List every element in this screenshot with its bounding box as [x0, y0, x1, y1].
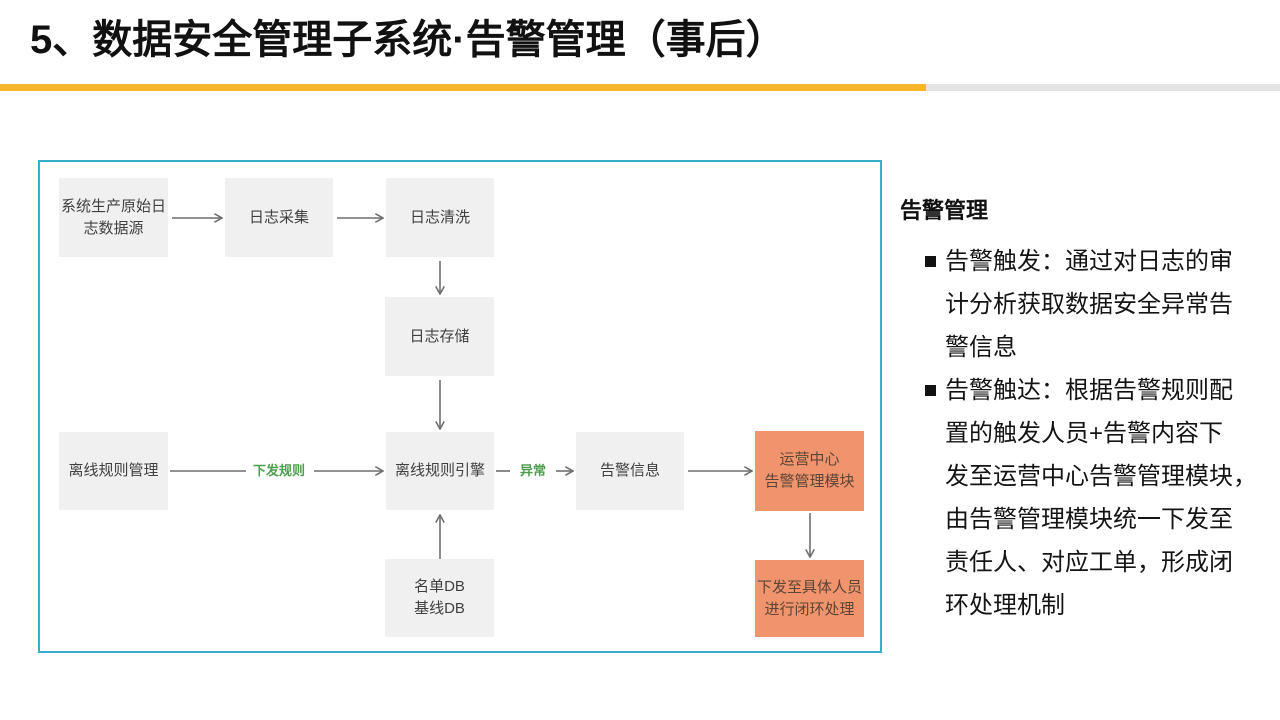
- flow-node-alert-info: 告警信息: [576, 432, 684, 510]
- flowchart-panel: 系统生产原始日 志数据源 日志采集 日志清洗 日志存储 离线规则管理 离线规则引…: [38, 160, 882, 653]
- alert-management-panel: 告警管理 告警触发：通过对日志的审 计分析获取数据安全异常告 警信息 告警触达：…: [900, 196, 1272, 627]
- edge-label-push-rules: 下发规则: [253, 463, 306, 478]
- bullet-text: 告警触达：根据告警规则配 置的触发人员+告警内容下 发至运营中心告警管理模块， …: [945, 377, 1257, 619]
- page-title: 5、数据安全管理子系统·告警管理（事后）: [30, 18, 786, 62]
- flow-node-ops-center: 运营中心 告警管理模块: [755, 431, 864, 511]
- flow-node-log-clean: 日志清洗: [386, 178, 494, 257]
- edge-label-abnormal: 异常: [520, 463, 547, 478]
- bullet-item-reach: 告警触达：根据告警规则配 置的触发人员+告警内容下 发至运营中心告警管理模块， …: [900, 369, 1272, 627]
- accent-divider: [0, 84, 926, 91]
- bullet-text: 告警触发：通过对日志的审 计分析获取数据安全异常告 警信息: [945, 248, 1233, 361]
- bullet-item-trigger: 告警触发：通过对日志的审 计分析获取数据安全异常告 警信息: [900, 240, 1272, 369]
- bullet-square-icon: [925, 256, 936, 267]
- gray-divider: [926, 84, 1280, 91]
- flow-node-rule-engine: 离线规则引擎: [386, 432, 494, 510]
- panel-heading: 告警管理: [900, 198, 989, 223]
- flow-arrows: [170, 162, 880, 559]
- bullet-square-icon: [925, 385, 936, 396]
- flow-node-dispatch: 下发至具体人员 进行闭环处理: [755, 560, 864, 637]
- flow-node-rule-mgmt: 离线规则管理: [59, 432, 168, 510]
- flow-node-log-source: 系统生产原始日 志数据源: [59, 178, 168, 257]
- flow-node-db: 名单DB 基线DB: [385, 559, 494, 637]
- flow-node-log-collect: 日志采集: [225, 178, 333, 257]
- flow-node-log-store: 日志存储: [385, 297, 494, 376]
